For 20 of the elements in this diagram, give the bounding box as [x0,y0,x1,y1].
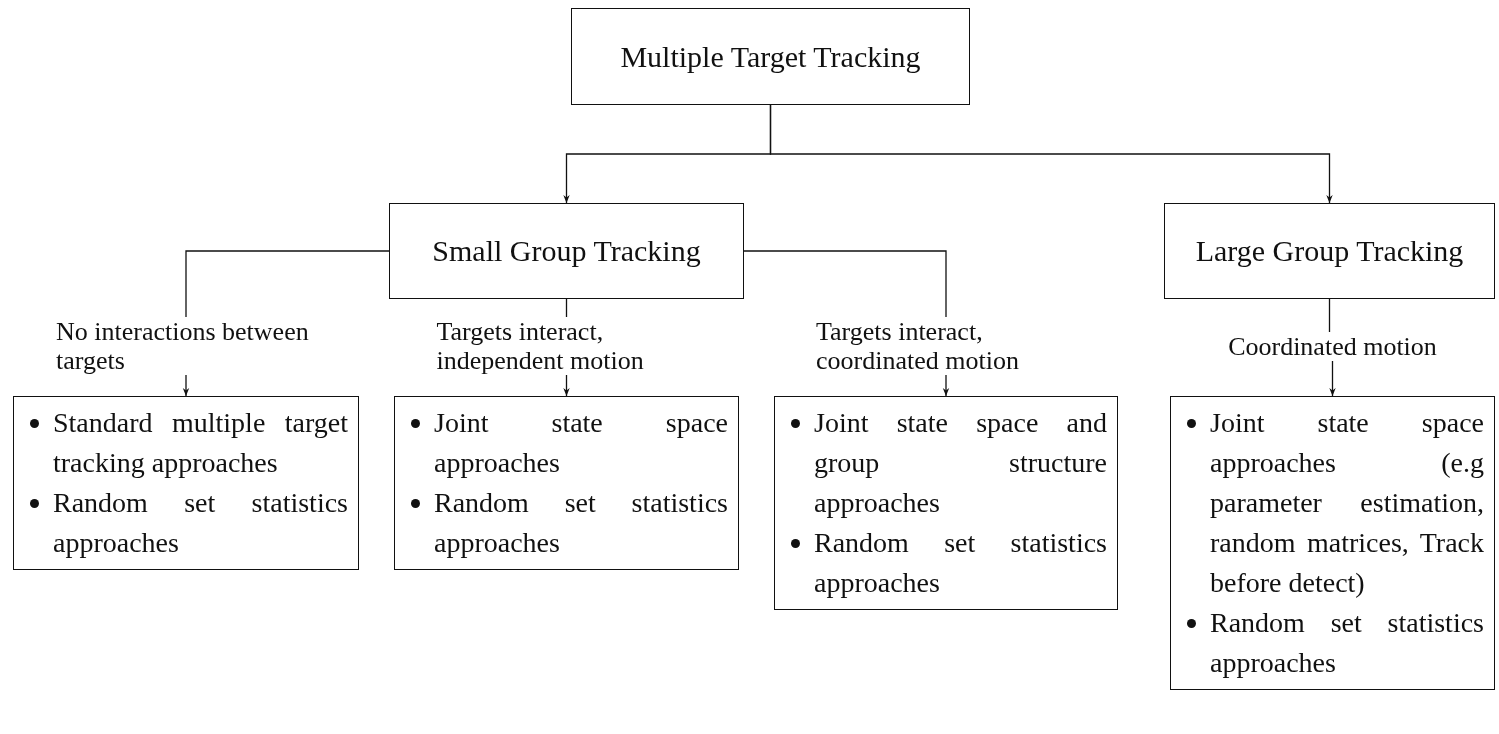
list-item-text: Joint state space and group structure approaches [814,406,1107,520]
process-box [571,8,970,105]
node-title: Large Group Tracking [1195,234,1464,268]
node-title: Small Group Tracking [432,234,701,268]
list-item-text: Standard multiple target tracking approaches [53,406,348,480]
list-item-text: Random set statistics approaches [1210,606,1484,680]
bullet-list-box [13,396,359,570]
node-title: Multiple Target Tracking [620,39,921,74]
edge-label: Coordinated motion [1226,331,1439,361]
list-item-text: Joint state space approaches [434,406,728,480]
list-item-text: Joint state space approaches (e.g parameter estimation, random matrices, Track before detect) [1210,406,1484,600]
connector-arrow [769,104,1333,204]
list-item-text: Random set statistics approaches [814,526,1107,600]
bullet-list-box [394,396,739,570]
list-item-text: Random set statistics approaches [434,486,728,560]
list-item-text: Random set statistics approaches [53,486,348,560]
bullet-list-box [774,396,1118,610]
process-box [389,203,744,299]
bullet-list-box [1170,396,1495,690]
process-box [1164,203,1495,299]
